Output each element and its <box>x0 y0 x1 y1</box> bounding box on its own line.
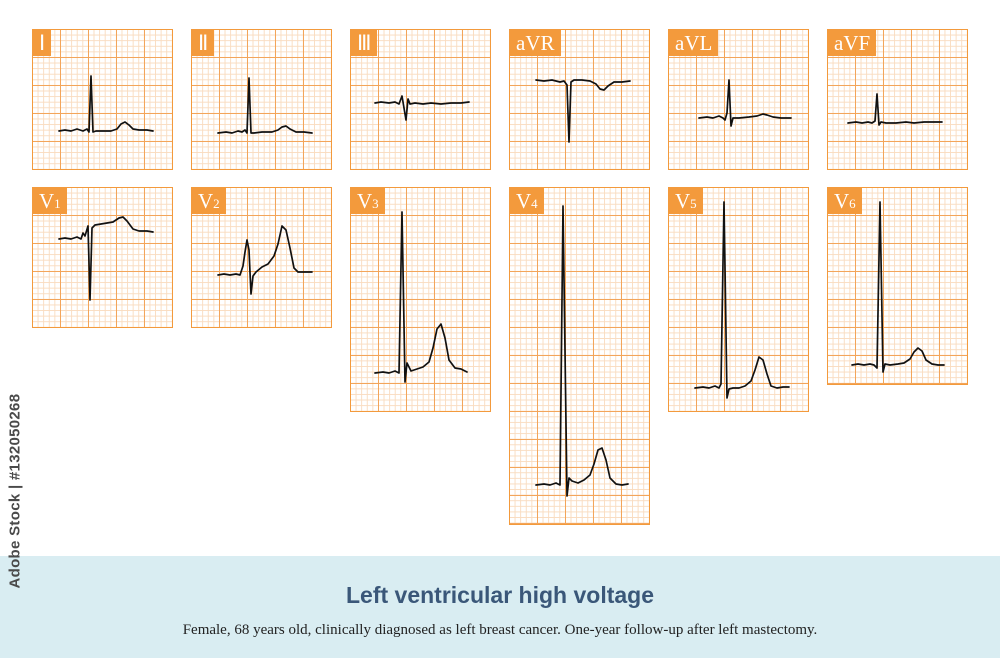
ecg-panel-lead-v1: V1 <box>32 187 173 328</box>
caption-band <box>0 556 1000 658</box>
ecg-trace <box>374 211 468 383</box>
ecg-panel-lead-iii: Ⅲ <box>350 29 491 170</box>
ecg-trace <box>847 93 943 126</box>
ecg-trace <box>851 201 945 373</box>
ecg-trace <box>217 225 313 295</box>
ecg-panel-lead-i: Ⅰ <box>32 29 173 170</box>
ecg-trace <box>58 75 154 133</box>
ecg-trace <box>58 216 154 301</box>
lead-label: aVR <box>510 30 561 56</box>
lead-label: aVL <box>669 30 719 56</box>
ecg-trace <box>535 79 631 143</box>
ecg-panel-lead-v6: V6 <box>827 187 968 385</box>
figure-title: Left ventricular high voltage <box>346 582 654 608</box>
lead-label: Ⅰ <box>33 30 52 56</box>
ecg-panel-lead-ii: Ⅱ <box>191 29 332 170</box>
lead-label: V2 <box>192 188 226 214</box>
ecg-panel-lead-v2: V2 <box>191 187 332 328</box>
lead-label: V4 <box>510 188 544 214</box>
ecg-panel-lead-v3: V3 <box>350 187 491 412</box>
ecg-trace <box>694 201 790 399</box>
ecg-panel-lead-v5: V5 <box>668 187 809 412</box>
figure-subtitle: Female, 68 years old, clinically diagnos… <box>182 622 818 638</box>
ecg-trace <box>535 205 629 497</box>
ecg-panel-lead-avl: aVL <box>668 29 809 170</box>
ecg-panel-lead-avr: aVR <box>509 29 650 170</box>
ecg-trace <box>217 77 313 134</box>
ecg-trace <box>374 95 470 121</box>
stock-watermark-text: Adobe Stock | #132050268 <box>6 393 24 589</box>
lead-label: aVF <box>828 30 877 56</box>
ecg-panel-lead-avf: aVF <box>827 29 968 170</box>
ecg-panel-lead-v4: V4 <box>509 187 650 525</box>
lead-label: V3 <box>351 188 385 214</box>
ecg-trace <box>698 79 792 127</box>
stock-watermark: Adobe Stock | #132050268 <box>0 393 30 610</box>
lead-label: V5 <box>669 188 703 214</box>
lead-label: V1 <box>33 188 67 214</box>
lead-label: Ⅱ <box>192 30 215 56</box>
lead-label: V6 <box>828 188 862 214</box>
lead-label: Ⅲ <box>351 30 378 56</box>
